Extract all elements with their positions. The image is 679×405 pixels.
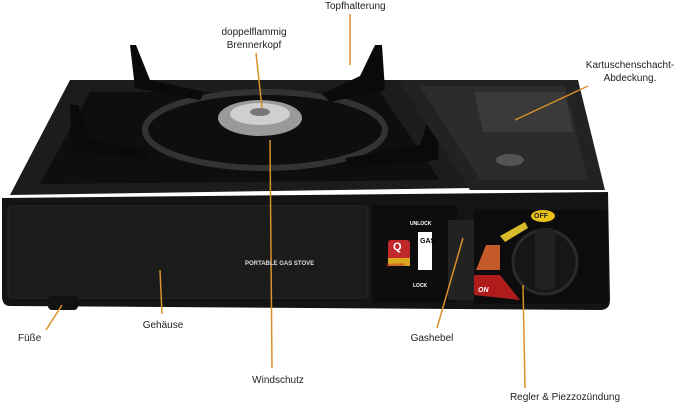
label-regulator: Regler & Piezzozündung (509, 392, 621, 403)
qualified-text: QUALIFIED (386, 263, 405, 267)
portable-gas-stove-text: PORTABLE GAS STOVE (245, 261, 315, 267)
pot-supports (70, 45, 440, 168)
unlock-text: UNLOCK (410, 221, 432, 227)
on-text: ON (478, 287, 489, 294)
windshield-panel (7, 205, 369, 299)
foot (48, 296, 78, 310)
burner-ring (142, 89, 388, 171)
label-pot-holder: Topfhalterung (325, 1, 386, 12)
off-text: OFF (534, 213, 548, 220)
gas-text: GAS (420, 238, 436, 245)
label-cartridge-line1: Kartuschenschacht- (585, 60, 675, 71)
q-logo: Q (393, 241, 402, 253)
off-badge (531, 210, 555, 222)
gas-lever[interactable] (448, 220, 474, 300)
lock-text: LOCK (413, 283, 428, 289)
leader-lines (45, 14, 589, 389)
label-burner-line1: doppelflammig (221, 27, 287, 38)
label-cartridge-line2: Abdeckung. (603, 73, 657, 84)
label-feet: Füße (18, 333, 42, 344)
label-gas-lever: Gashebel (410, 333, 454, 344)
label-windshield: Windschutz (252, 375, 304, 386)
label-burner-line2: Brennerkopf (226, 40, 282, 51)
label-housing: Gehäuse (142, 320, 184, 331)
